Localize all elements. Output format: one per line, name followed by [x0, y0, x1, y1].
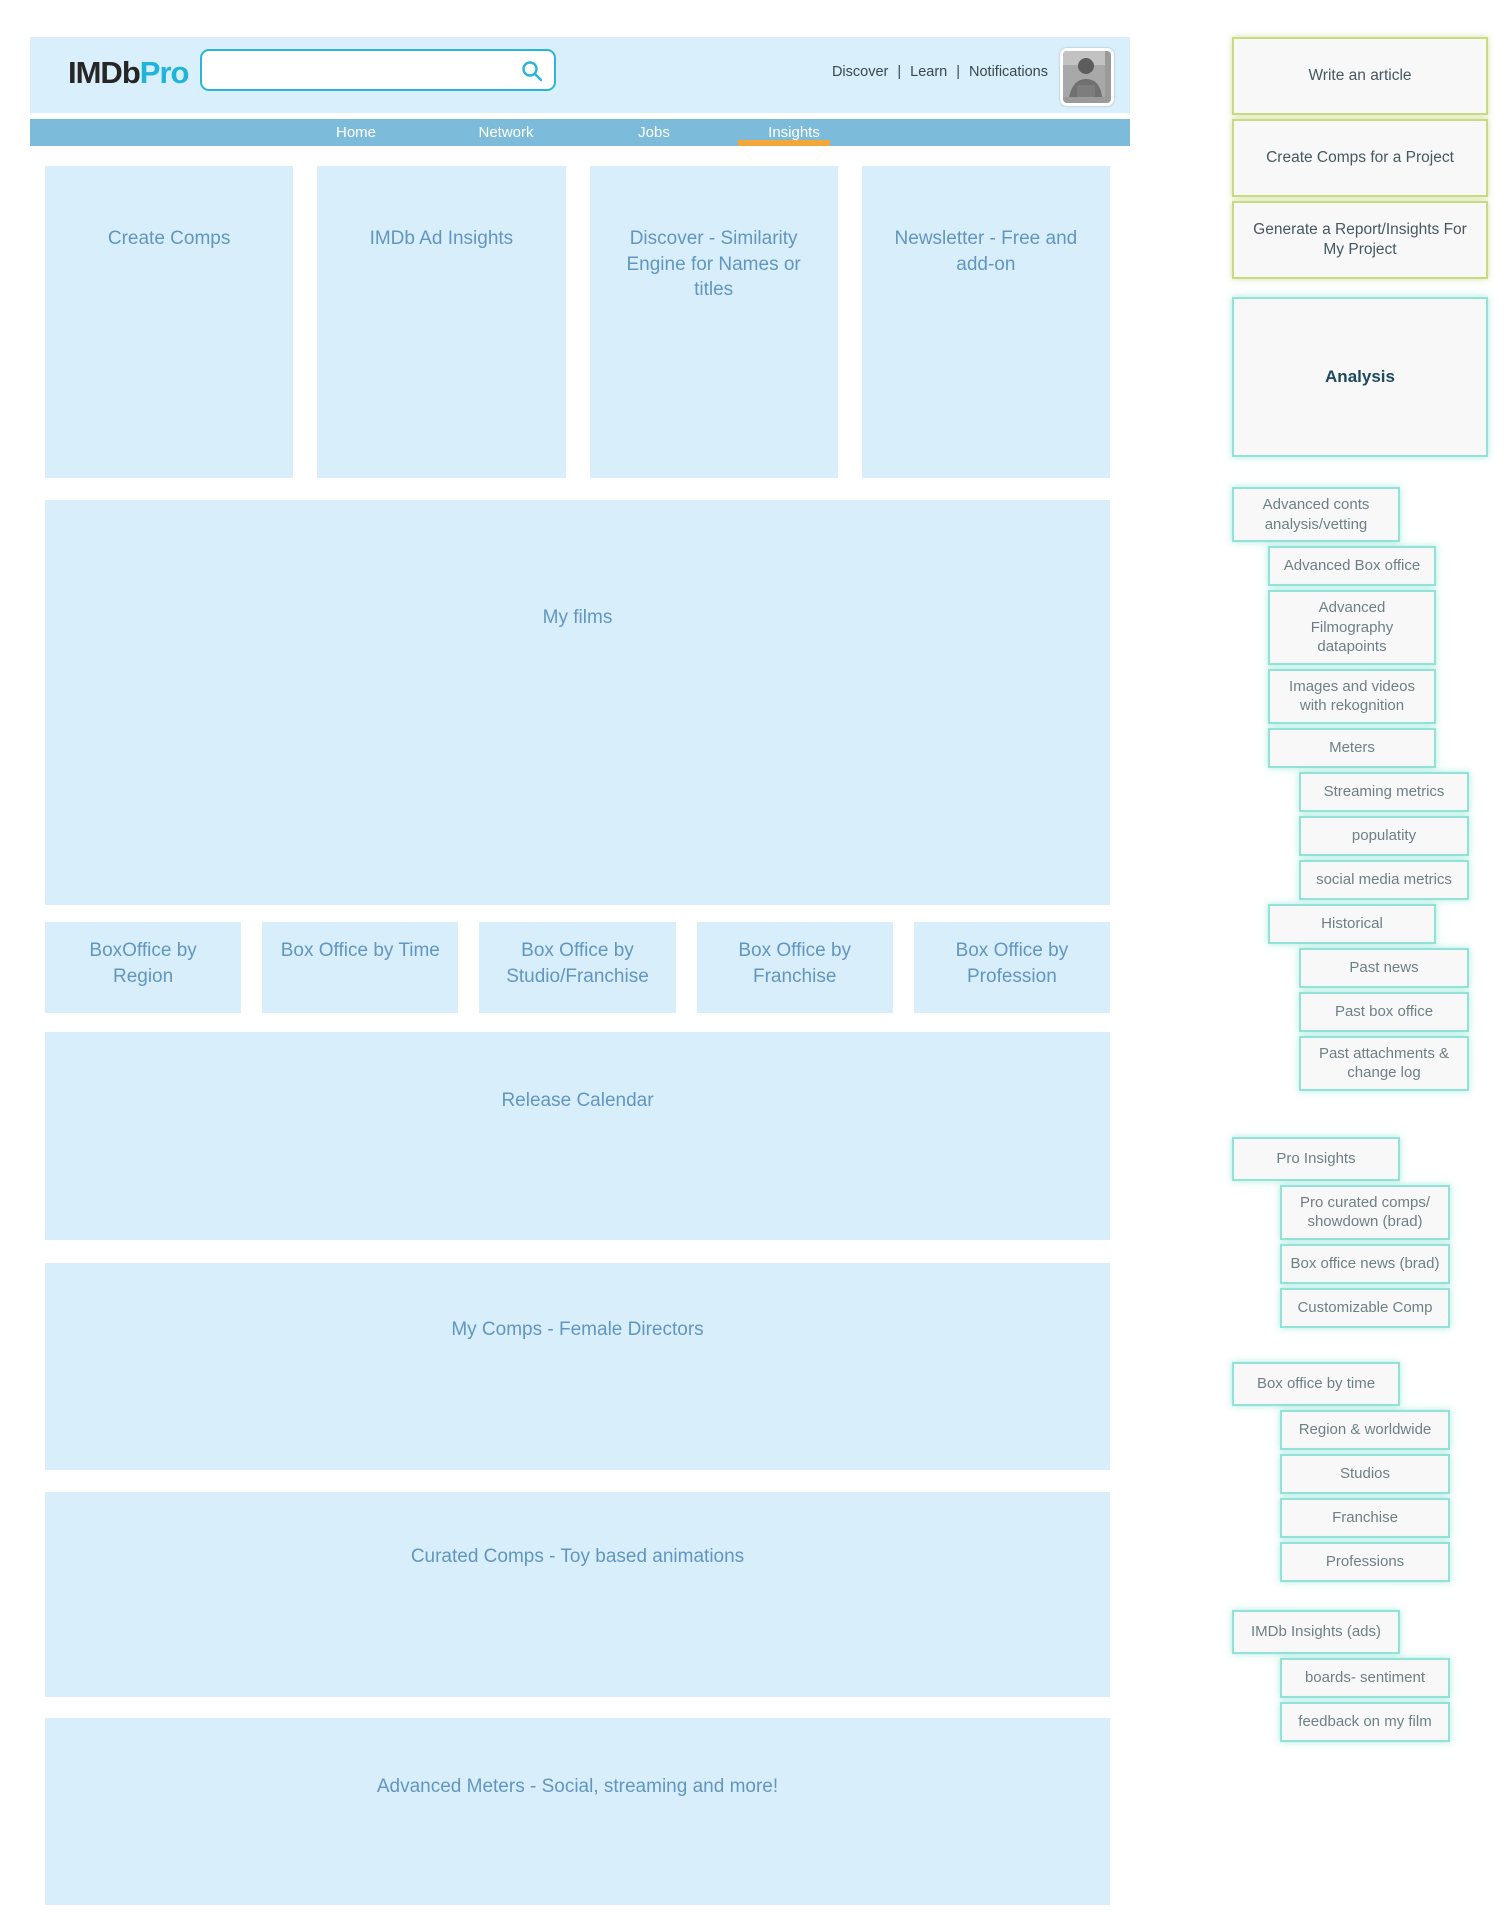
sidebar-pro-curated-comps-showdown[interactable]: Pro curated comps/ showdown (brad) [1280, 1184, 1450, 1240]
logo-imdb-text: IMDb [68, 55, 141, 90]
sidebar-past-news[interactable]: Past news [1299, 947, 1469, 988]
sidebar-meters[interactable]: Meters [1268, 727, 1436, 768]
sidebar-historical[interactable]: Historical [1268, 903, 1436, 944]
card-my-films[interactable]: My films [45, 500, 1110, 905]
card-boxoffice-franchise[interactable]: Box Office by Franchise [696, 922, 893, 1013]
card-curated-comps-toy-animations[interactable]: Curated Comps - Toy based animations [45, 1492, 1110, 1697]
nav-tab-insights[interactable]: Insights [768, 124, 820, 141]
card-boxoffice-region[interactable]: BoxOffice by Region [45, 922, 242, 1013]
card-boxoffice-studio-franchise[interactable]: Box Office by Studio/Franchise [479, 922, 676, 1013]
logo-pro-text: Pro [139, 55, 190, 90]
sidebar-professions[interactable]: Professions [1280, 1541, 1450, 1582]
card-boxoffice-time[interactable]: Box Office by Time [262, 922, 459, 1013]
header-links: Discover | Learn | Notifications [832, 64, 1048, 80]
search-input[interactable] [210, 53, 514, 87]
search-icon[interactable] [520, 59, 544, 83]
sidebar-analysis[interactable]: Analysis [1232, 297, 1488, 457]
nav-tab-home[interactable]: Home [335, 124, 377, 141]
imdbpro-logo[interactable]: IMDbPro [68, 55, 190, 91]
sidebar-past-box-office[interactable]: Past box office [1299, 991, 1469, 1032]
sidebar-populatity[interactable]: populatity [1299, 815, 1469, 856]
avatar-photo-icon [1063, 51, 1105, 97]
sidebar-advanced-conts-analysis[interactable]: Advanced conts analysis/vetting [1232, 487, 1400, 542]
sidebar-feedback-on-my-film[interactable]: feedback on my film [1280, 1701, 1450, 1742]
sidebar-past-attachments-change-log[interactable]: Past attachments & change log [1299, 1035, 1469, 1091]
sidebar-streaming-metrics[interactable]: Streaming metrics [1299, 771, 1469, 812]
sidebar-imdb-insights-ads[interactable]: IMDb Insights (ads) [1232, 1609, 1400, 1654]
top-cards-row: Create Comps IMDb Ad Insights Discover -… [45, 166, 1110, 478]
link-separator: | [956, 64, 961, 80]
sidebar-create-comps-for-project[interactable]: Create Comps for a Project [1232, 119, 1488, 197]
sidebar-images-videos-rekognition[interactable]: Images and videos with rekognition [1268, 668, 1436, 724]
card-my-comps-female-directors[interactable]: My Comps - Female Directors [45, 1263, 1110, 1470]
sidebar-social-media-metrics[interactable]: social media metrics [1299, 859, 1469, 900]
sidebar-advanced-box-office[interactable]: Advanced Box office [1268, 546, 1436, 586]
card-release-calendar[interactable]: Release Calendar [45, 1032, 1110, 1240]
learn-link[interactable]: Learn [910, 64, 948, 80]
sidebar: Write an article Create Comps for a Proj… [1232, 37, 1488, 1746]
sidebar-generate-report-insights[interactable]: Generate a Report/Insights For My Projec… [1232, 201, 1488, 279]
sidebar-pro-insights[interactable]: Pro Insights [1232, 1136, 1400, 1181]
card-create-comps[interactable]: Create Comps [45, 166, 294, 478]
header: IMDbPro Discover | Learn | Notifications [30, 37, 1130, 113]
nav-tab-network[interactable]: Network [478, 124, 534, 141]
sidebar-region-worldwide[interactable]: Region & worldwide [1280, 1409, 1450, 1450]
sidebar-studios[interactable]: Studios [1280, 1453, 1450, 1494]
sidebar-boards-sentiment[interactable]: boards- sentiment [1280, 1657, 1450, 1698]
notifications-link[interactable]: Notifications [969, 64, 1048, 80]
card-advanced-meters[interactable]: Advanced Meters - Social, streaming and … [45, 1718, 1110, 1905]
sidebar-advanced-filmography-datapoints[interactable]: Advanced Filmography datapoints [1268, 590, 1436, 665]
sidebar-box-office-by-time[interactable]: Box office by time [1232, 1361, 1400, 1406]
active-tab-underline [738, 140, 830, 146]
card-imdb-ad-insights[interactable]: IMDb Ad Insights [317, 166, 566, 478]
nav-tab-jobs[interactable]: Jobs [638, 124, 670, 141]
card-newsletter[interactable]: Newsletter - Free and add-on [861, 166, 1110, 478]
sidebar-customizable-comp[interactable]: Customizable Comp [1280, 1287, 1450, 1328]
card-boxoffice-profession[interactable]: Box Office by Profession [913, 922, 1110, 1013]
boxoffice-cards-row: BoxOffice by Region Box Office by Time B… [45, 922, 1110, 1013]
sidebar-box-office-news-brad[interactable]: Box office news (brad) [1280, 1243, 1450, 1284]
discover-link[interactable]: Discover [831, 64, 889, 80]
link-separator: | [897, 64, 902, 80]
sidebar-franchise[interactable]: Franchise [1280, 1497, 1450, 1538]
avatar[interactable] [1060, 48, 1114, 106]
card-discover-similarity[interactable]: Discover - Similarity Engine for Names o… [589, 166, 838, 478]
main-nav: Home Network Jobs Insights [30, 119, 1130, 146]
search-box [200, 49, 556, 91]
sidebar-write-an-article[interactable]: Write an article [1232, 37, 1488, 115]
